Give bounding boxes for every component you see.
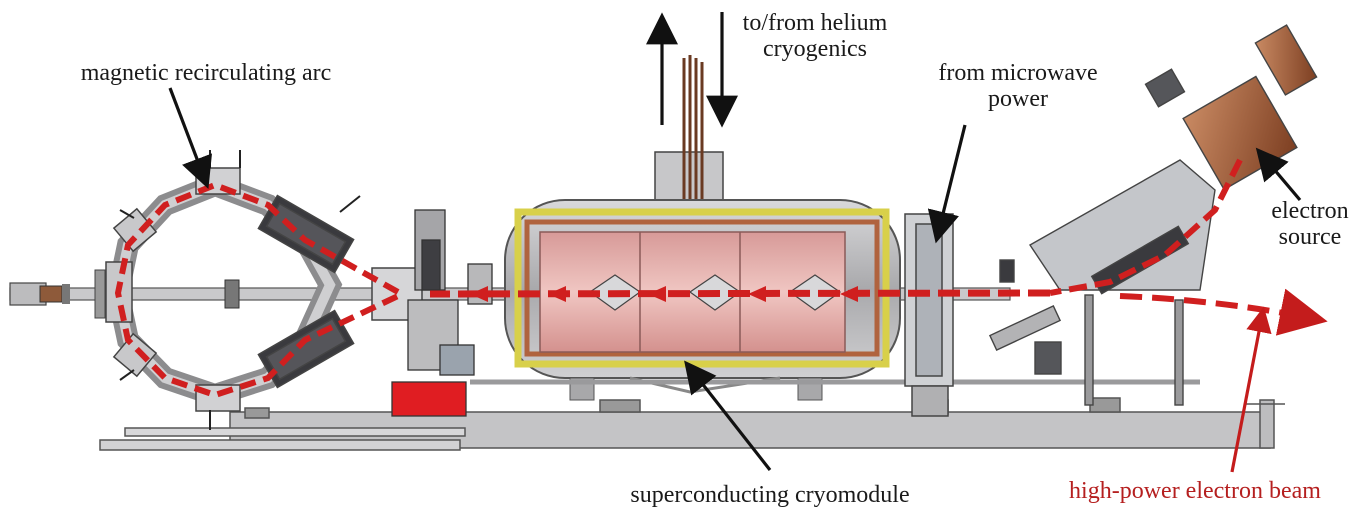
extracted-beam	[1119, 288, 1328, 336]
label-cryomodule: superconducting cryomodule	[630, 482, 910, 508]
arc-beam	[114, 181, 400, 399]
beam-label-arrow	[1230, 306, 1272, 473]
label-electron-beam: high-power electron beam	[1069, 478, 1321, 504]
injector	[988, 24, 1318, 406]
label-helium-cryogenics: to/from helium cryogenics	[742, 10, 888, 62]
arc-pointer-arrow	[168, 87, 212, 189]
source-pointer-arrow	[1255, 147, 1302, 202]
callout-arrows	[168, 12, 1302, 471]
label-recirculating-arc: magnetic recirculating arc	[80, 60, 332, 86]
microwave-pointer-arrow	[927, 124, 967, 244]
support-table	[99, 397, 1285, 451]
microwave-coupler	[904, 213, 954, 417]
cryomodule-pointer-arrow	[684, 360, 772, 471]
beam-arrowheads	[470, 286, 858, 302]
label-electron-source: electron source	[1271, 198, 1349, 250]
injector-beam	[1049, 158, 1243, 296]
label-microwave-power: from microwave power	[938, 60, 1098, 112]
diagnostic-stack	[391, 209, 493, 417]
linac-beam	[429, 289, 1051, 298]
